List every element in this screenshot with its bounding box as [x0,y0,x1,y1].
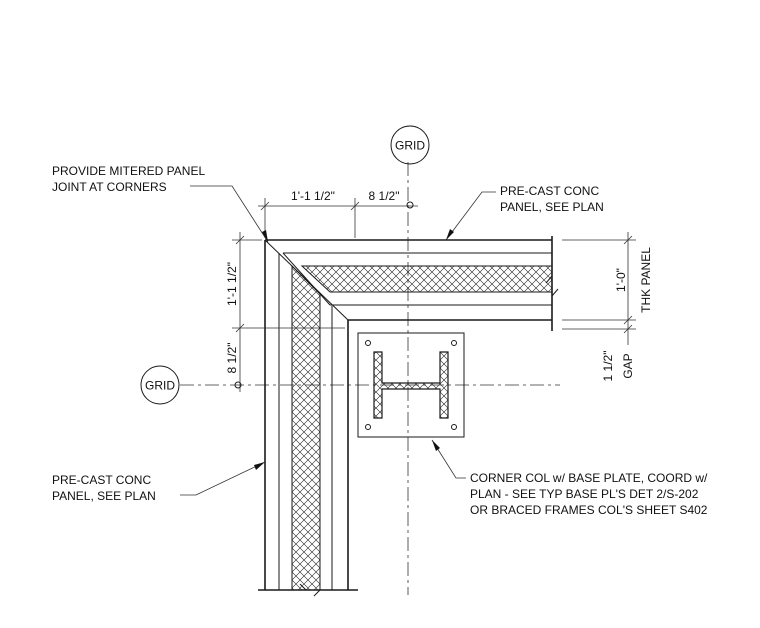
dim-right-panel-note: THK PANEL [639,247,653,313]
callout-top-line1: PRE-CAST CONC [500,184,599,198]
callout-mitered-line1: PROVIDE MITERED PANEL [52,164,205,178]
callout-mitered-line2: JOINT AT CORNERS [52,180,167,194]
callout-col-line1: CORNER COL w/ BASE PLATE, COORD w/ [470,471,708,485]
dim-right-panel-label: 1'-0" [614,268,628,292]
steel-column-section [373,351,449,419]
dimension-right: 1'-0" THK PANEL 1 1/2" GAP [562,232,653,381]
precast-panel-top [265,236,559,331]
grid-point-left [234,381,242,389]
grid-bubble-top: GRID [390,125,430,165]
dim-left-upper-label: 1'-1 1/2" [225,262,239,306]
mitered-joint-inner [282,252,331,306]
base-plate [357,332,465,438]
grid-label-left: GRID [145,379,175,393]
callout-corner-column: CORNER COL w/ BASE PLATE, COORD w/ PLAN … [431,439,708,517]
grid-label-top: GRID [395,139,425,153]
grid-point-top [406,201,414,209]
callout-panel-left: PRE-CAST CONC PANEL, SEE PLAN [52,461,266,503]
callout-col-line2: PLAN - SEE TYP BASE PL'S DET 2/S-202 [470,487,699,501]
dim-right-gap-label: 1 1/2" [601,351,615,382]
dimension-top: 1'-1 1/2" 8 1/2" [258,189,418,238]
callout-left-line2: PANEL, SEE PLAN [52,489,156,503]
dim-top-right-label: 8 1/2" [369,189,400,203]
mitered-joint-line [264,239,349,321]
dimension-left: 1'-1 1/2" 8 1/2" [225,232,345,392]
dim-right-gap-note: GAP [621,353,635,378]
callout-left-line1: PRE-CAST CONC [52,473,151,487]
precast-panel-left [258,240,358,597]
callout-panel-top: PRE-CAST CONC PANEL, SEE PLAN [445,184,604,241]
dim-top-left-label: 1'-1 1/2" [291,189,335,203]
corner-column [357,332,465,438]
callout-top-line2: PANEL, SEE PLAN [500,200,604,214]
dim-left-lower-label: 8 1/2" [225,343,239,374]
callout-mitered-joint: PROVIDE MITERED PANEL JOINT AT CORNERS [52,164,269,243]
grid-bubble-left: GRID [140,365,180,405]
callout-col-line3: OR BRACED FRAMES COL'S SHEET S402 [470,503,708,517]
